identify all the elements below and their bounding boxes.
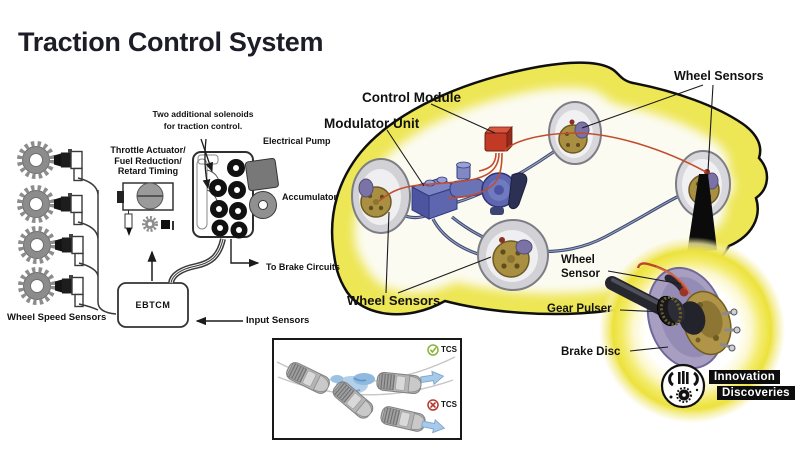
wheel-speed-sensor-icon-4	[54, 274, 84, 308]
gear-pulser-label: Gear Pulser	[547, 303, 612, 315]
ebtcm-label: EBTCM	[135, 300, 171, 310]
direction-arrow-top	[420, 370, 445, 386]
injector-icon	[124, 213, 133, 229]
wheel-speed-sensors-label: Wheel Speed Sensors	[7, 312, 107, 323]
tcs-cars	[283, 359, 427, 434]
magnifier-cone	[687, 174, 717, 253]
modulator-unit-label: Modulator Unit	[324, 116, 420, 131]
accumulator-drawing	[249, 191, 277, 219]
wheel-speed-sensor-icon-2	[53, 192, 83, 226]
ebtcm-box	[117, 282, 189, 328]
logo-icon	[660, 363, 706, 409]
tcs-inset-art	[276, 344, 456, 434]
pointer-lines	[385, 84, 714, 352]
brake-disc-label: Brake Disc	[561, 346, 621, 358]
solenoid-note-label: Two additional solenoids for traction co…	[152, 109, 254, 131]
to-brake-circuits-arrow	[230, 239, 260, 268]
wheel-speed-sensor-icon-1	[53, 148, 83, 182]
solenoid-valves	[209, 159, 248, 239]
wheel-front-left	[351, 158, 411, 234]
gear-wheel-4	[21, 270, 54, 303]
control-module-label: Control Module	[362, 90, 461, 105]
input-sensors-label: Input Sensors	[246, 315, 310, 326]
wheel-sensor-dot-rear-left	[569, 119, 575, 125]
module-wires	[378, 132, 707, 202]
gear-wheel-1	[20, 144, 53, 177]
electrical-pump-label: Electrical Pump	[263, 136, 331, 146]
page-title: Traction Control System	[18, 27, 324, 57]
gear-wheel-2	[20, 188, 53, 221]
solenoid-note-arrow-1	[200, 138, 213, 173]
tcs-off-x-icon	[427, 399, 439, 411]
tcs-off-label: TCS	[441, 400, 457, 409]
throttle-actuator-drawing	[117, 182, 174, 236]
logo-text-line2: Discoveries	[717, 386, 795, 400]
tcs-comparison-inset: TCS TCS	[272, 338, 462, 440]
wheel-sensor-label: Wheel Sensor	[561, 254, 600, 280]
tcs-on-label: TCS	[441, 345, 457, 354]
wheel-front-right	[477, 219, 549, 291]
direction-arrow-bottom	[421, 418, 446, 434]
ebtcm-cable	[168, 238, 226, 284]
gear-pulser-drawing	[656, 295, 685, 327]
wheel-sensor-dot-front	[499, 237, 505, 243]
solenoid-note-arrow-2	[202, 138, 211, 190]
modulator-block	[192, 151, 254, 239]
small-gear-icon	[142, 216, 158, 232]
to-brake-circuits-label: To Brake Circuits	[266, 262, 340, 272]
throttle-actuator-label: Throttle Actuator/ Fuel Reduction/ Retar…	[110, 145, 186, 176]
logo-text-line1: Innovation	[709, 370, 781, 384]
tcs-on-check-icon	[427, 344, 439, 356]
gear-wheel-3	[21, 229, 54, 262]
sensor-wiring	[77, 177, 117, 315]
wheel-studs	[719, 308, 741, 352]
wheel-sensors-rear-label: Wheel Sensors	[674, 69, 764, 83]
wheel-speed-sensor-icon-3	[54, 233, 84, 267]
accumulator-label: Accumulator	[282, 192, 338, 202]
wheel-sensors-front-label: Wheel Sensors	[347, 293, 441, 308]
wheel-speed-sensor-schematic	[20, 138, 279, 328]
electrical-pump-drawing	[244, 157, 279, 192]
